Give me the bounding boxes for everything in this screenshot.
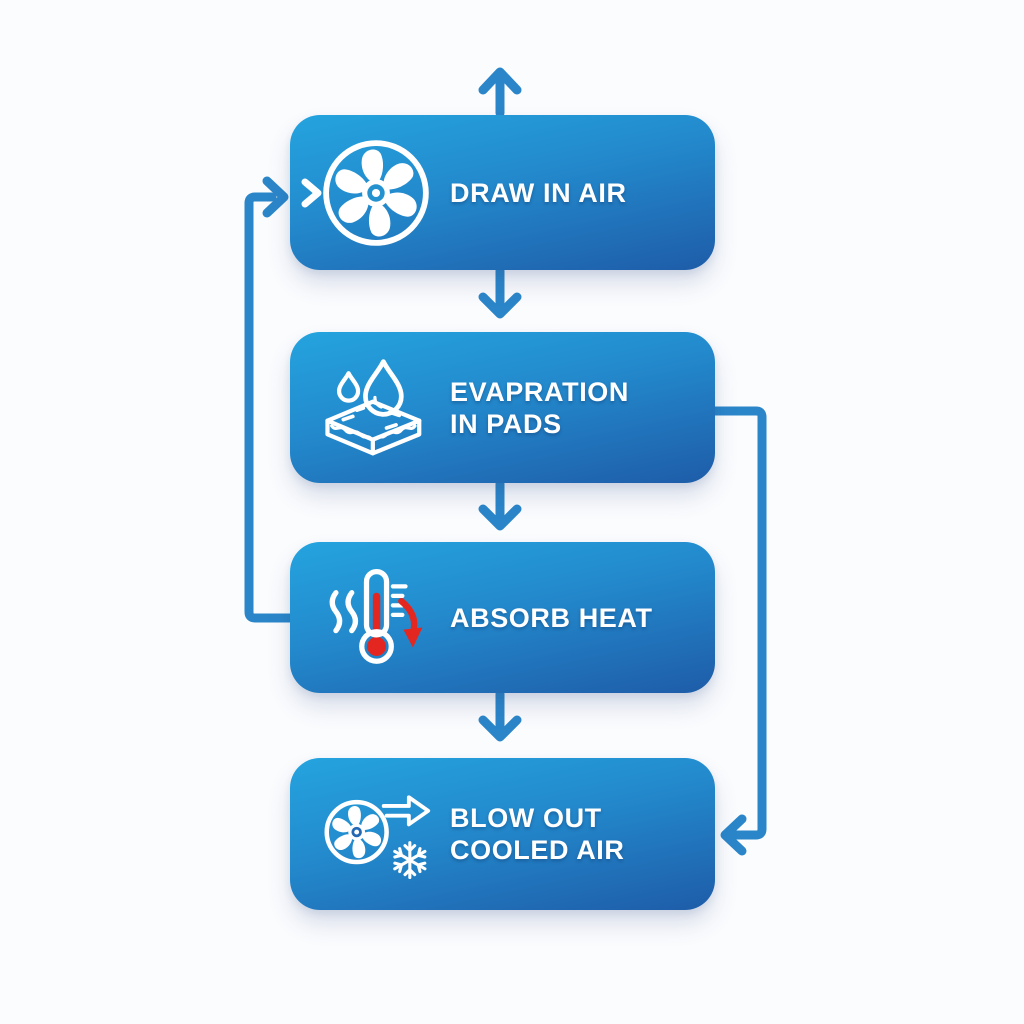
blow-out-arrow: [381, 795, 431, 827]
step-label: DRAW IN AIR: [450, 115, 701, 270]
fan-icon: [318, 135, 434, 251]
water-drops-pad-icon: [318, 350, 434, 466]
step-label-line: DRAW IN AIR: [450, 177, 627, 208]
arrow-step1-up: [478, 67, 522, 118]
step-box-blow-out-cooled-air: BLOW OUT COOLED AIR: [290, 758, 715, 910]
arrow-step3-step4: [478, 689, 522, 742]
arrow-step2-step3: [478, 479, 522, 531]
step-label-line: EVAPRATION: [450, 376, 630, 407]
step-label-line: IN PADS: [450, 408, 562, 439]
step-label: EVAPRATION IN PADS: [450, 332, 701, 483]
step-box-absorb-heat: ABSORB HEAT: [290, 542, 715, 693]
arrow-left-feedback-loop: [244, 176, 297, 623]
step-label: ABSORB HEAT: [450, 542, 701, 693]
snowflake-icon: [393, 841, 427, 880]
step-label-line: COOLED AIR: [450, 835, 625, 865]
step-label-line: ABSORB HEAT: [450, 602, 653, 633]
step-label-line: BLOW OUT: [450, 803, 602, 833]
arrow-step1-step2: [478, 266, 522, 319]
thermometer-heat-icon: [318, 560, 434, 676]
entry-chevron-icon: [301, 178, 322, 207]
arrow-right-bypass-loop: [707, 406, 767, 856]
step-box-draw-in-air: DRAW IN AIR: [290, 115, 715, 270]
step-label: BLOW OUT COOLED AIR: [450, 758, 701, 910]
fan-blowout-snowflake-icon: [318, 776, 434, 892]
step-box-evaporation-in-pads: EVAPRATION IN PADS: [290, 332, 715, 483]
